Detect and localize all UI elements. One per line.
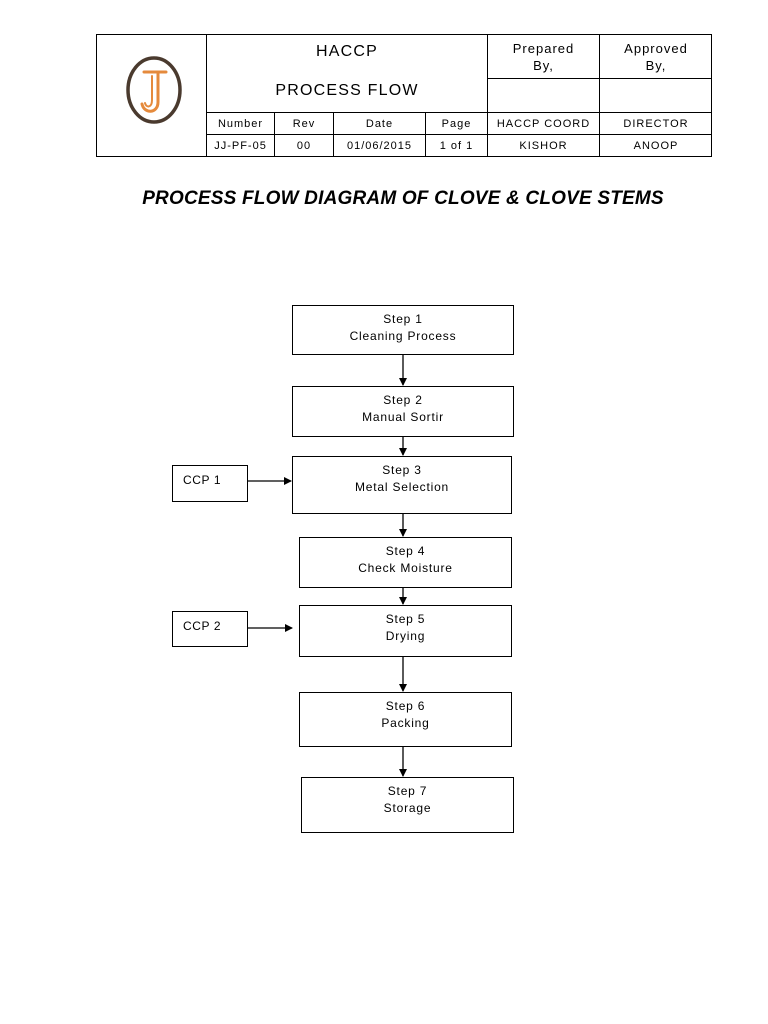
flow-step-1: Step 1 Cleaning Process: [292, 305, 514, 355]
header-title-haccp: HACCP: [315, 43, 378, 60]
value-rev: 00: [296, 139, 312, 152]
prepared-by-label: Prepared By,: [512, 41, 575, 73]
flow-step-5: Step 5 Drying: [299, 605, 512, 657]
logo: [122, 54, 186, 126]
step-name: Check Moisture: [358, 561, 453, 575]
jj-logo-icon: [126, 56, 182, 124]
step-number: Step 4: [385, 544, 426, 558]
step-name: Storage: [383, 801, 432, 815]
col-header-haccp-coord: HACCP COORD: [496, 117, 591, 130]
table-divider: [487, 34, 488, 157]
table-divider: [206, 134, 712, 135]
value-date: 01/06/2015: [346, 139, 413, 152]
ccp-2-box: CCP 2: [172, 611, 248, 647]
step-name: Packing: [381, 716, 430, 730]
approved-by-label: Approved By,: [624, 41, 688, 73]
header-table-border: [96, 34, 712, 157]
table-divider: [274, 112, 275, 157]
flow-step-3: Step 3 Metal Selection: [292, 456, 512, 514]
col-header-director: DIRECTOR: [623, 117, 689, 130]
value-haccp-coord: KISHOR: [519, 139, 568, 152]
table-divider: [206, 34, 207, 157]
value-number: JJ-PF-05: [214, 139, 267, 152]
col-header-rev: Rev: [292, 117, 316, 130]
header-title-process-flow: PROCESS FLOW: [275, 82, 419, 99]
value-director: ANOOP: [633, 139, 679, 152]
col-header-date: Date: [365, 117, 394, 130]
table-divider: [206, 112, 712, 113]
step-number: Step 6: [385, 699, 426, 713]
col-header-number: Number: [217, 117, 264, 130]
col-header-page: Page: [441, 117, 472, 130]
step-name: Manual Sortir: [362, 410, 444, 424]
flow-step-7: Step 7 Storage: [301, 777, 514, 833]
step-number: Step 5: [385, 612, 426, 626]
value-page: 1 of 1: [439, 139, 474, 152]
table-divider: [425, 112, 426, 157]
step-name: Cleaning Process: [349, 329, 457, 343]
step-number: Step 2: [383, 393, 423, 407]
flow-step-4: Step 4 Check Moisture: [299, 537, 512, 588]
step-name: Metal Selection: [354, 480, 450, 494]
document-title: PROCESS FLOW DIAGRAM OF CLOVE & CLOVE ST…: [142, 188, 664, 209]
step-name: Drying: [385, 629, 426, 643]
table-divider: [487, 78, 712, 79]
flow-step-2: Step 2 Manual Sortir: [292, 386, 514, 437]
table-divider: [333, 112, 334, 157]
step-number: Step 7: [387, 784, 428, 798]
flow-step-6: Step 6 Packing: [299, 692, 512, 747]
step-number: Step 1: [383, 312, 423, 326]
ccp-1-box: CCP 1: [172, 465, 248, 502]
step-number: Step 3: [382, 463, 422, 477]
table-divider: [599, 34, 600, 157]
